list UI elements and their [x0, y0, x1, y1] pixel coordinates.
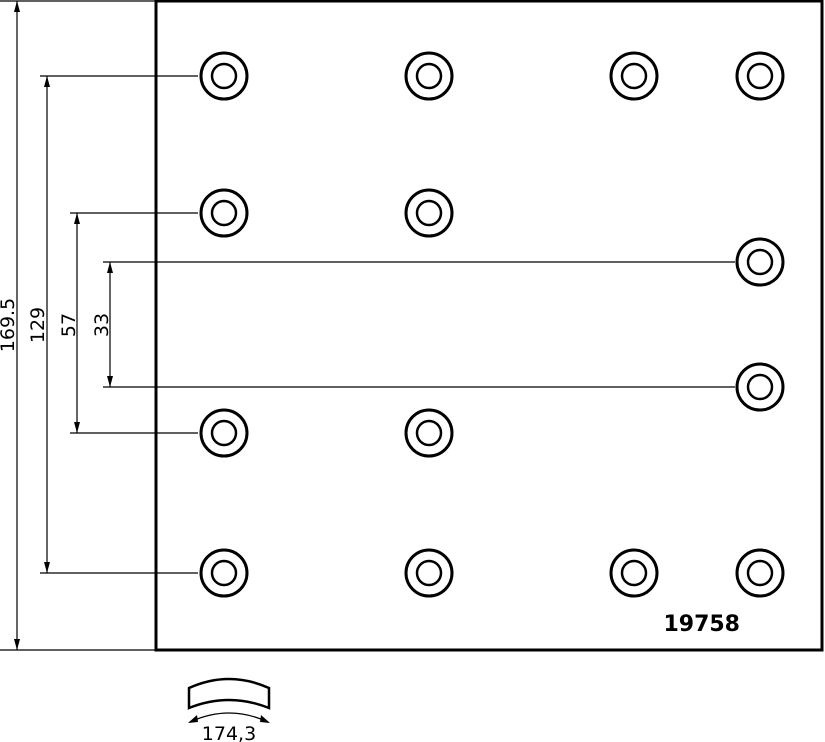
- rivet-hole: [735, 362, 785, 412]
- rivet-holes: [199, 51, 785, 598]
- inner-spacing-dimension: 33: [91, 261, 735, 388]
- middle-spacing-label: 57: [58, 313, 80, 337]
- rivet-hole: [404, 188, 454, 238]
- middle-spacing-dimension: 57: [58, 212, 198, 434]
- rivet-hole: [735, 548, 785, 598]
- rivet-hole: [735, 51, 785, 101]
- rivet-hole: [199, 548, 249, 598]
- rivet-hole: [609, 548, 659, 598]
- rivet-hole: [199, 51, 249, 101]
- outer-spacing-dimension: 129: [27, 75, 198, 574]
- part-number: 19758: [663, 612, 740, 637]
- rivet-hole: [404, 51, 454, 101]
- overall-height-dimension: 169.5: [0, 0, 156, 651]
- rivet-hole: [735, 237, 785, 287]
- rivet-hole: [404, 408, 454, 458]
- rivet-hole: [404, 548, 454, 598]
- lining-plate-outline: [154, 0, 824, 652]
- outer-spacing-label: 129: [27, 307, 49, 343]
- overall-height-label: 169.5: [0, 298, 19, 352]
- arc-length-label: 174,3: [202, 723, 256, 742]
- rivet-hole: [609, 51, 659, 101]
- inner-spacing-label: 33: [91, 313, 113, 337]
- rivet-hole: [199, 408, 249, 458]
- rivet-hole: [199, 188, 249, 238]
- arc-profile-symbol: 174,3: [187, 677, 271, 742]
